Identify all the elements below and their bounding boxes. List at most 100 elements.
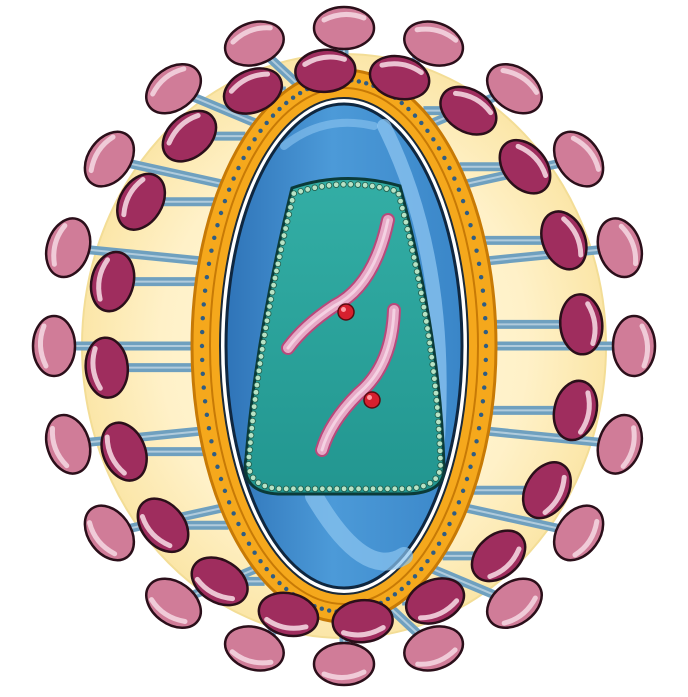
- core-bead: [413, 262, 419, 268]
- core-bead: [341, 182, 347, 188]
- envelope-bead: [205, 275, 209, 279]
- core-bead: [433, 390, 439, 396]
- envelope-bead: [284, 101, 288, 105]
- core-bead: [251, 404, 257, 410]
- core-bead: [269, 485, 275, 491]
- spike-head: [33, 316, 75, 376]
- core-bead: [428, 347, 434, 353]
- envelope-bead: [465, 477, 469, 481]
- envelope-bead: [364, 81, 368, 85]
- envelope-bead: [419, 121, 423, 125]
- envelope-bead: [465, 211, 469, 215]
- core-bead: [401, 212, 407, 218]
- core-bead: [399, 486, 405, 492]
- envelope-bead: [474, 439, 478, 443]
- envelope-bead: [481, 399, 485, 403]
- core-bead: [355, 182, 361, 188]
- envelope-bead: [247, 541, 251, 545]
- envelope-bead: [461, 489, 465, 493]
- core-bead: [320, 486, 326, 492]
- core-bead: [305, 486, 311, 492]
- core-bead: [277, 254, 283, 260]
- core-bead: [252, 397, 258, 403]
- core-bead: [421, 304, 427, 310]
- reverse-transcriptase-dot: [338, 304, 354, 320]
- reverse-transcriptase-dot-shine: [341, 307, 346, 312]
- core-bead: [377, 486, 383, 492]
- envelope-bead: [219, 477, 223, 481]
- envelope-bead: [207, 262, 211, 266]
- envelope-bead: [212, 236, 216, 240]
- envelope-bead: [202, 302, 206, 306]
- core-bead: [268, 297, 274, 303]
- envelope-bead: [223, 199, 227, 203]
- core-bead: [436, 470, 442, 476]
- envelope-bead: [479, 275, 483, 279]
- core-bead: [327, 486, 333, 492]
- core-bead: [262, 483, 268, 489]
- envelope-bead: [205, 413, 209, 417]
- core-bead: [280, 240, 286, 246]
- core-bead: [411, 255, 417, 261]
- core-bead: [319, 184, 325, 190]
- envelope-bead: [241, 156, 245, 160]
- core-bead: [256, 368, 262, 374]
- core-bead: [427, 480, 433, 486]
- core-bead: [298, 486, 304, 492]
- core-bead: [418, 290, 424, 296]
- core-bead: [283, 486, 289, 492]
- envelope-bead: [479, 413, 483, 417]
- core-bead: [305, 187, 311, 193]
- envelope-bead: [483, 316, 487, 320]
- core-bead: [276, 486, 282, 492]
- core-bead: [420, 297, 426, 303]
- core-bead: [261, 339, 267, 345]
- envelope-bead: [437, 146, 441, 150]
- envelope-bead: [447, 522, 451, 526]
- core-bead: [363, 486, 369, 492]
- envelope-bead: [284, 587, 288, 591]
- envelope-bead: [203, 399, 207, 403]
- core-bead: [425, 326, 431, 332]
- core-bead: [246, 454, 252, 460]
- envelope-bead: [477, 426, 481, 430]
- core-bead: [253, 389, 259, 395]
- envelope-bead: [219, 211, 223, 215]
- envelope-bead: [442, 532, 446, 536]
- core-bead: [377, 184, 383, 190]
- envelope-bead: [277, 581, 281, 585]
- core-bead: [427, 340, 433, 346]
- core-bead: [429, 354, 435, 360]
- core-bead: [408, 241, 414, 247]
- envelope-bead: [386, 597, 390, 601]
- core-bead: [406, 486, 412, 492]
- core-bead: [264, 318, 270, 324]
- envelope-bead: [468, 223, 472, 227]
- core-bead: [438, 463, 444, 469]
- core-bead: [430, 362, 436, 368]
- envelope-bead: [452, 511, 456, 515]
- envelope-bead: [241, 532, 245, 536]
- envelope-bead: [437, 541, 441, 545]
- envelope-bead: [413, 113, 417, 117]
- envelope-bead: [227, 500, 231, 504]
- core-bead: [400, 205, 406, 211]
- spike-head: [314, 643, 374, 685]
- envelope-bead: [393, 592, 397, 596]
- envelope-bead: [457, 500, 461, 504]
- envelope-bead: [484, 358, 488, 362]
- envelope-bead: [406, 581, 410, 585]
- envelope-bead: [271, 113, 275, 117]
- envelope-bead: [201, 372, 205, 376]
- core-bead: [432, 383, 438, 389]
- envelope-bead: [252, 551, 256, 555]
- reverse-transcriptase-dot: [364, 392, 380, 408]
- core-bead: [341, 486, 347, 492]
- spike-head-body: [591, 213, 649, 283]
- envelope-bead: [212, 452, 216, 456]
- envelope-bead: [472, 452, 476, 456]
- core-bead: [396, 191, 402, 197]
- core-bead: [298, 189, 304, 195]
- core-bead: [398, 198, 404, 204]
- envelope-bead: [484, 344, 488, 348]
